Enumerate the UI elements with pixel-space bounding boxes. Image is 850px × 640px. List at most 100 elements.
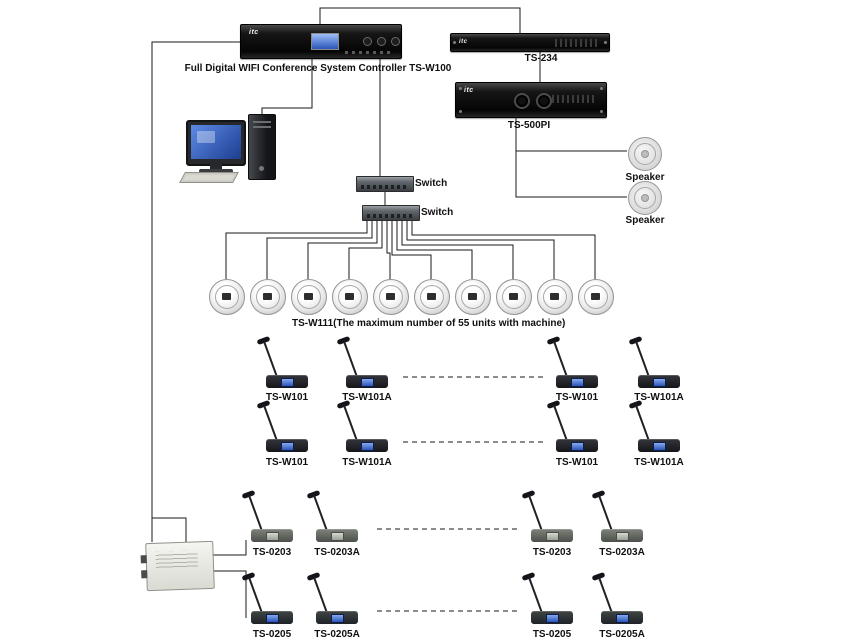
conference-microphone (306, 571, 360, 624)
mic-gooseneck (528, 576, 543, 614)
microphone-label: TS-W101 (265, 392, 309, 403)
mic-screen (331, 532, 344, 541)
microphone-label: TS-0203A (314, 547, 360, 558)
mic-screen (653, 442, 666, 451)
mic-gooseneck (248, 576, 263, 614)
controller-knob-icon (377, 37, 386, 46)
conference-microphone (628, 399, 682, 452)
microphone-label: TS-0203 (252, 547, 292, 558)
mic-gooseneck (313, 494, 328, 532)
wire-segment (411, 219, 596, 279)
microphone-label: TS-0205A (599, 629, 645, 640)
amp-knob-icon (514, 93, 530, 109)
mic-gooseneck (263, 404, 278, 442)
mic-gooseneck (635, 340, 650, 378)
mic-screen (361, 378, 374, 387)
vent-slots (555, 39, 599, 47)
ceiling-unit-ts-w111 (291, 279, 327, 315)
mic-gooseneck (343, 404, 358, 442)
amp-knob-icon (536, 93, 552, 109)
speaker-label: Speaker (625, 215, 665, 226)
itc-logo-mark (263, 293, 272, 300)
screw-icon (459, 87, 462, 90)
mic-screen (616, 614, 629, 623)
wire-segment (225, 219, 368, 279)
mic-screen (361, 442, 374, 451)
controller-label: Full Digital WIFI Conference System Cont… (184, 63, 452, 74)
ceiling-unit-ts-w111 (578, 279, 614, 315)
controller-ts-w100-device: itc (240, 24, 402, 59)
ceiling-unit-ts-w111 (250, 279, 286, 315)
conference-microphone (628, 335, 682, 388)
mic-screen (616, 532, 629, 541)
mic-gooseneck (343, 340, 358, 378)
conference-microphone (306, 489, 360, 542)
mic-base-unit (316, 611, 358, 624)
ceiling-unit-ts-w111 (414, 279, 450, 315)
ts-234-device: itc (450, 33, 610, 52)
screw-icon (600, 87, 603, 90)
mic-base-unit (346, 439, 388, 452)
mic-gooseneck (598, 576, 613, 614)
mic-base-unit (266, 439, 308, 452)
ceiling-speaker (628, 181, 662, 215)
itc-logo: itc (249, 29, 259, 36)
ceiling-unit-ts-w111 (455, 279, 491, 315)
mic-gooseneck (248, 494, 263, 532)
mic-gooseneck (553, 404, 568, 442)
mic-base-unit (601, 529, 643, 542)
itc-logo-mark (550, 293, 559, 300)
switch-label: Switch (415, 178, 448, 189)
microphone-label: TS-W101 (555, 457, 599, 468)
mic-screen (571, 378, 584, 387)
wire-segment (401, 219, 514, 279)
itc-logo-mark (222, 293, 231, 300)
wire-segment (396, 219, 473, 279)
microphone-label: TS-0203A (599, 547, 645, 558)
pc-tower (248, 114, 276, 180)
mic-gooseneck (528, 494, 543, 532)
itc-logo: itc (464, 87, 474, 94)
conference-microphone (591, 571, 645, 624)
mic-base-unit (638, 439, 680, 452)
ceiling-unit-ts-w111 (496, 279, 532, 315)
itc-logo-mark (386, 293, 395, 300)
mic-gooseneck (635, 404, 650, 442)
conference-microphone (241, 489, 295, 542)
controller-screen (311, 33, 339, 50)
wire-segment (391, 219, 432, 279)
speaker-label: Speaker (625, 172, 665, 183)
wire-segment (406, 219, 555, 279)
conference-microphone (336, 399, 390, 452)
screw-icon (600, 110, 603, 113)
screw-icon (453, 41, 456, 44)
ts-234-label: TS-234 (524, 53, 558, 64)
mic-screen (266, 614, 279, 623)
conference-microphone (521, 489, 575, 542)
mic-base-unit (251, 611, 293, 624)
mic-gooseneck (313, 576, 328, 614)
mic-screen (653, 378, 666, 387)
mic-base-unit (556, 375, 598, 388)
monitor-base (199, 169, 233, 173)
conference-microphone (256, 399, 310, 452)
pc-monitor (186, 120, 246, 166)
wire-segment (348, 219, 383, 279)
microphone-label: TS-0205A (314, 629, 360, 640)
mic-gooseneck (263, 340, 278, 378)
mic-base-unit (556, 439, 598, 452)
ceiling-unit-ts-w111 (332, 279, 368, 315)
mic-base-unit (251, 529, 293, 542)
wire-segment (386, 219, 391, 279)
mic-base-unit (316, 529, 358, 542)
itc-logo-mark (591, 293, 600, 300)
network-switch (356, 176, 414, 192)
network-switch (362, 205, 420, 221)
mic-base-unit (638, 375, 680, 388)
conference-microphone (591, 489, 645, 542)
wire-segment (212, 540, 247, 556)
controller-knob-icon (391, 37, 400, 46)
conference-microphone (521, 571, 575, 624)
ceiling-unit-ts-w111 (209, 279, 245, 315)
